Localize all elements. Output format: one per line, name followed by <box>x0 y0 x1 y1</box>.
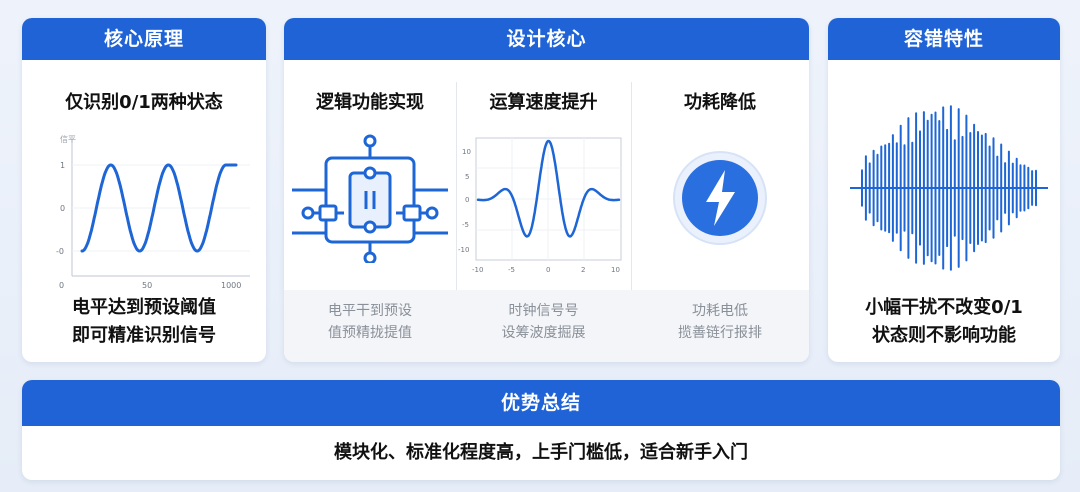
advantage-summary-card: 优势总结 模块化、标准化程度高，上手门槛低，适合新手入门 <box>22 380 1060 480</box>
advantage-summary-header: 优势总结 <box>22 380 1060 426</box>
faded-caption: 电平干到预设 <box>328 303 412 319</box>
x-tick-label: 0 <box>546 266 550 274</box>
faded-caption: 揽善链行报排 <box>678 325 762 341</box>
x-tick-label: 50 <box>142 281 152 288</box>
y-tick-label: 5 <box>465 173 469 181</box>
compute-speed-title: 运算速度提升 <box>489 92 598 113</box>
core-principle-card: 核心原理 仅识别0/1两种状态 信平 1 0 -0 0 50 1000 电平达到… <box>22 18 266 362</box>
signal-wave-line <box>80 163 238 253</box>
faded-caption-band <box>284 290 809 362</box>
y-tick-label: -5 <box>462 221 469 229</box>
logic-function-title: 逻辑功能实现 <box>316 92 424 113</box>
logic-circuit-icon <box>292 134 448 263</box>
x-tick-label: -10 <box>472 266 483 274</box>
faded-caption: 时钟信号号 <box>508 303 579 319</box>
column-divider <box>631 82 632 352</box>
y-tick-label: 1 <box>60 161 65 170</box>
y-tick-label: 0 <box>465 196 469 204</box>
power-reduction-title: 功耗降低 <box>684 92 756 113</box>
faded-caption: 值预精拢提值 <box>328 325 412 341</box>
x-tick-label: 10 <box>611 266 620 274</box>
y-tick-label: 0 <box>60 204 65 213</box>
core-principle-header: 核心原理 <box>22 18 266 60</box>
core-principle-subtitle: 仅识别0/1两种状态 <box>65 92 223 113</box>
x-tick-label: 2 <box>581 266 585 274</box>
fault-tolerance-caption-2: 状态则不影响功能 <box>872 325 1016 346</box>
column-divider <box>456 82 457 352</box>
advantage-summary-text: 模块化、标准化程度高，上手门槛低，适合新手入门 <box>334 442 748 463</box>
x-tick-label: -5 <box>508 266 515 274</box>
fault-tolerance-header: 容错特性 <box>828 18 1060 60</box>
design-core-header: 设计核心 <box>284 18 809 60</box>
clock-wave-chart: 10 5 0 -5 -10 -10 -5 0 2 10 <box>458 137 622 274</box>
lightning-bolt-icon <box>673 151 767 245</box>
fault-tolerance-card: 容错特性 小幅干扰不改变0/1 状态则不影响功能 <box>828 18 1060 362</box>
x-tick-label: 0 <box>59 281 64 288</box>
clock-wave-line <box>476 139 621 238</box>
design-core-card: 设计核心 逻辑功能实现 电平干到预 <box>284 18 809 362</box>
faded-caption: 功耗电低 <box>692 303 748 319</box>
binary-signal-chart: 信平 1 0 -0 0 50 1000 <box>56 134 250 288</box>
sound-wave-icon <box>850 105 1048 271</box>
core-principle-caption-2: 即可精准识别信号 <box>72 325 216 346</box>
y-axis-label: 信平 <box>60 134 76 144</box>
fault-tolerance-caption-1: 小幅干扰不改变0/1 <box>865 297 1023 318</box>
core-principle-caption-1: 电平达到预设阈值 <box>72 297 216 318</box>
x-tick-label: 1000 <box>221 281 241 288</box>
faded-caption: 设筹波度掘展 <box>501 325 586 341</box>
y-tick-label: 10 <box>462 148 471 156</box>
y-tick-label: -0 <box>56 247 64 256</box>
y-tick-label: -10 <box>458 246 469 254</box>
